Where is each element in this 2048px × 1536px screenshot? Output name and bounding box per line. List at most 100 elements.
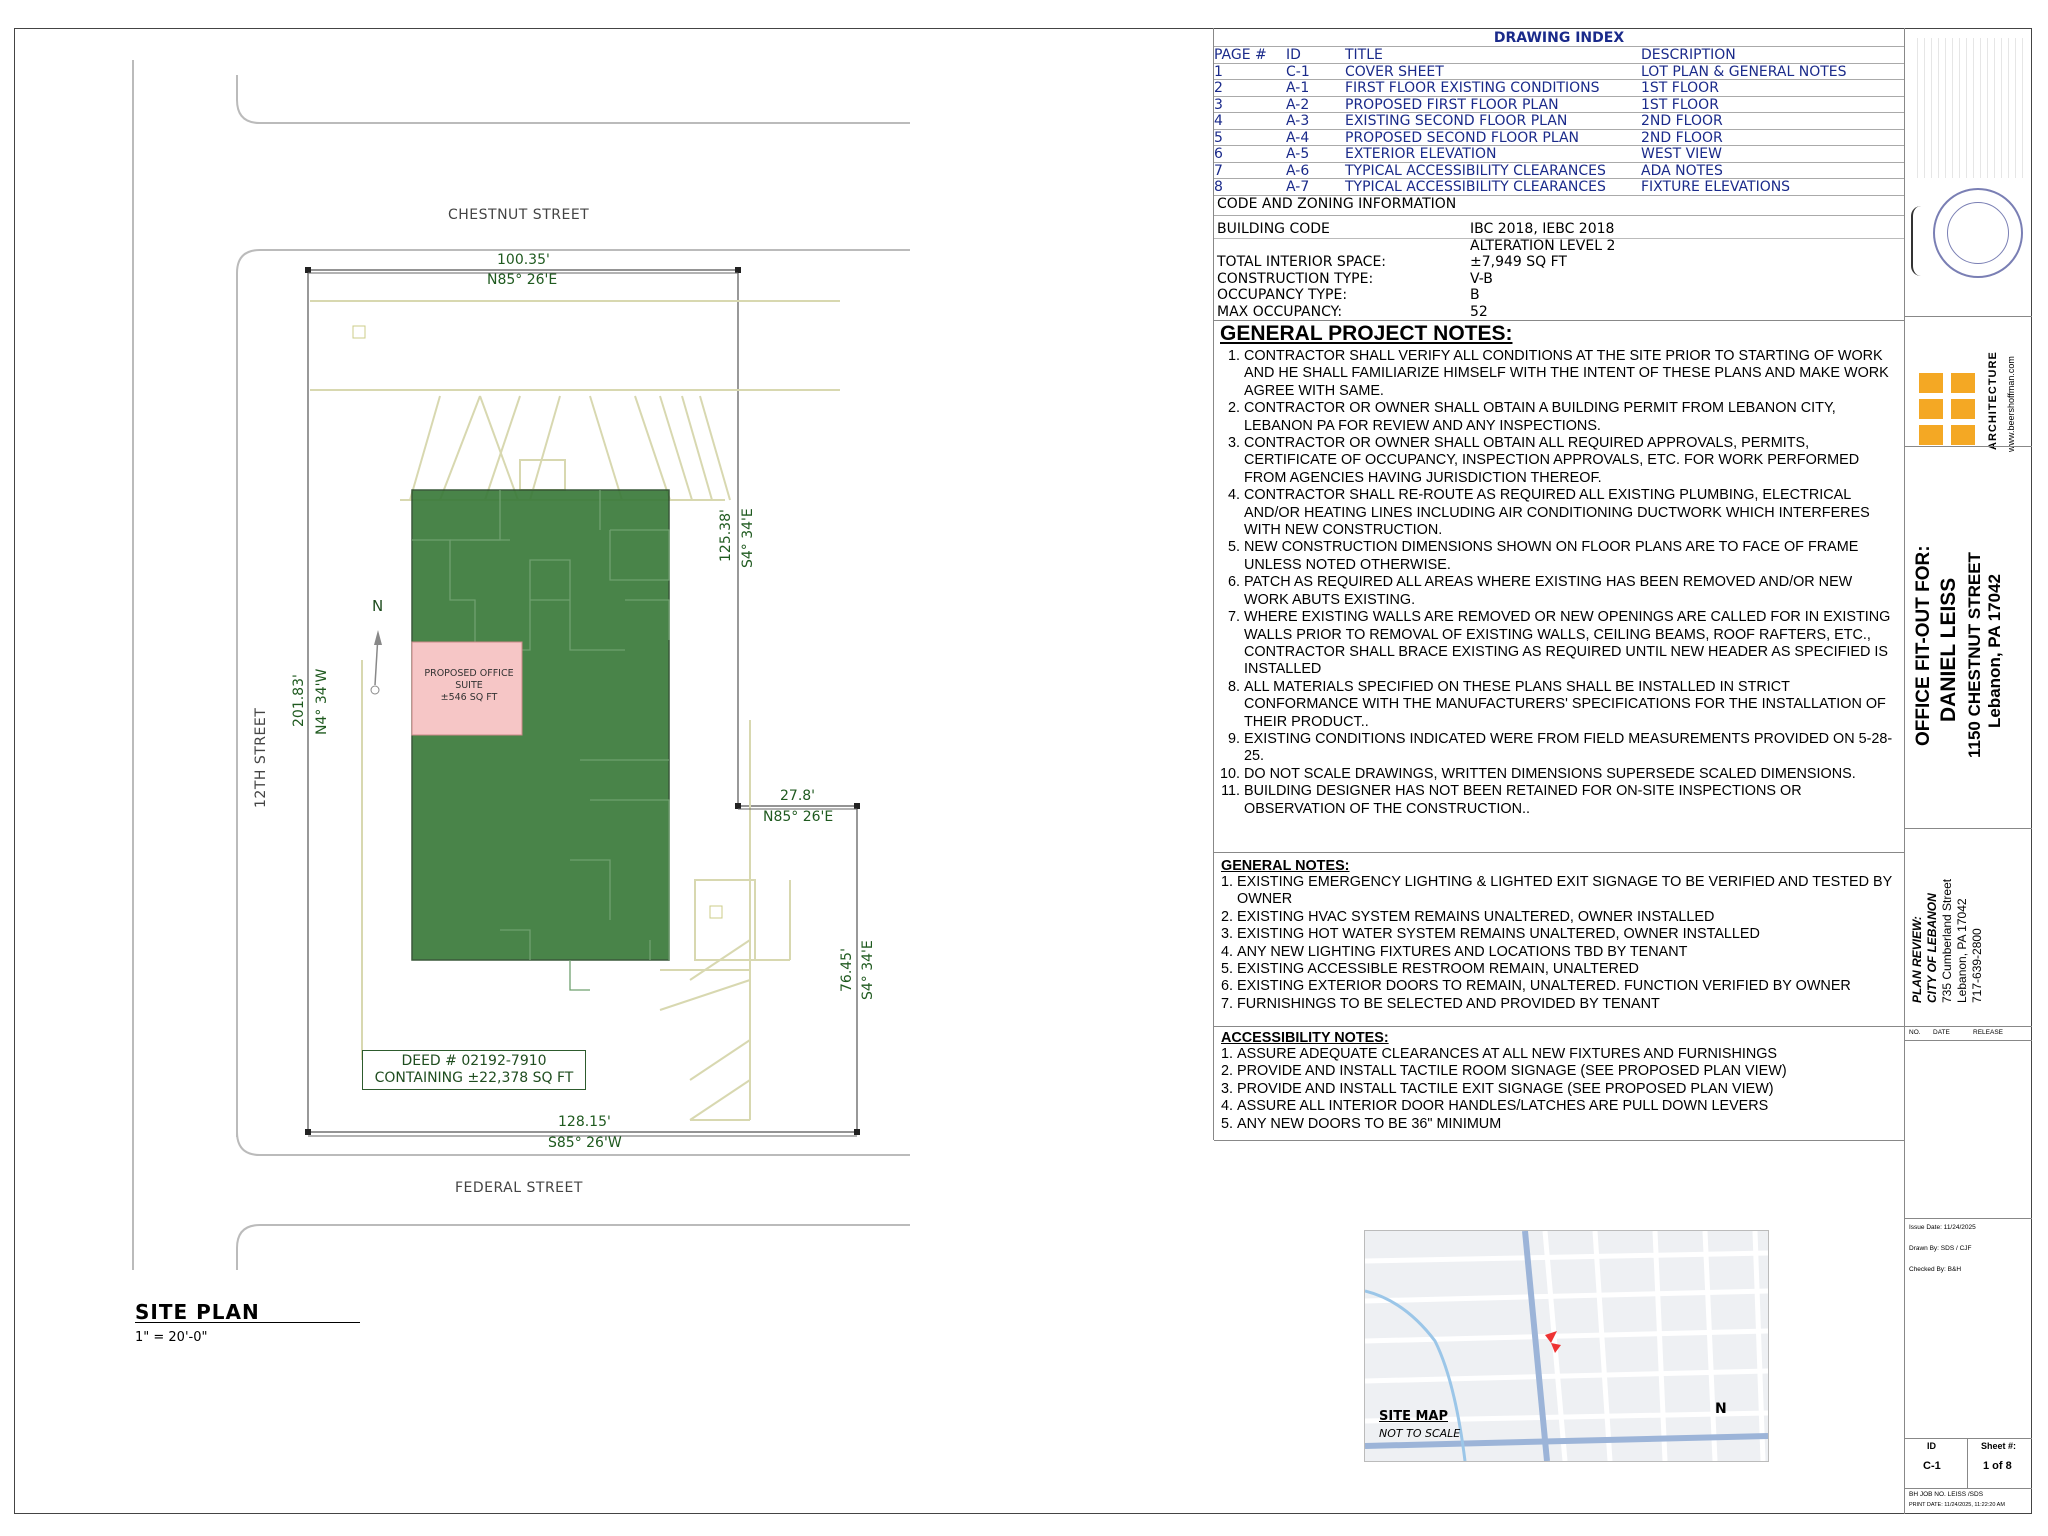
drawing-index-cell: 5 [1214,129,1223,146]
code-row: MAX OCCUPANCY:52 [1217,304,1897,321]
general-note: 4.ANY NEW LIGHTING FIXTURES AND LOCATION… [1221,943,1688,960]
street-label-chestnut: CHESTNUT STREET [448,207,590,223]
accessibility-note: 4.ASSURE ALL INTERIOR DOOR HANDLES/LATCH… [1221,1098,1769,1115]
dim-west-bearing: N4° 34'W [314,668,330,735]
code-value: ±7,949 SQ FT [1470,254,1567,270]
dim-jog-length: 27.8' [780,788,816,804]
drawing-index-cell: COVER SHEET [1345,63,1444,80]
drawing-index-cell: C-1 [1286,63,1310,80]
general-note: 1.EXISTING EMERGENCY LIGHTING & LIGHTED … [1221,874,1892,908]
general-project-note: CONTRACTOR SHALL RE-ROUTE AS REQUIRED AL… [1244,487,1900,539]
site-map-title: SITE MAP [1379,1409,1448,1424]
sheet-id: C-1 [1923,1460,1941,1472]
general-project-notes-list: CONTRACTOR SHALL VERIFY ALL CONDITIONS A… [1220,348,1900,818]
checked-by: Checked By: B&H [1909,1266,1962,1273]
code-row: ALTERATION LEVEL 2 [1217,238,1897,255]
general-project-note: CONTRACTOR SHALL VERIFY ALL CONDITIONS A… [1244,348,1900,400]
general-note: 5.EXISTING ACCESSIBLE RESTROOM REMAIN, U… [1221,961,1639,978]
code-value: IBC 2018, IEBC 2018 [1470,221,1615,237]
drawing-index-cell: PROPOSED FIRST FLOOR PLAN [1345,96,1559,113]
code-label: OCCUPANCY TYPE: [1217,287,1348,303]
dim-north-bearing: N85° 26'E [487,272,558,288]
drawing-index-cell: 2 [1214,80,1223,96]
drawing-index-cell: 1ST FLOOR [1641,96,1719,113]
dim-north-length: 100.35' [497,252,550,268]
project-city: Lebanon, PA 17042 [1985,574,2004,728]
drawing-index-cell: 2ND FLOOR [1641,129,1723,146]
dim-jog-bearing: N85° 26'E [763,809,834,825]
drawing-index-cell: ADA NOTES [1641,162,1723,179]
general-project-notes: GENERAL PROJECT NOTES: CONTRACTOR SHALL … [1220,322,1900,818]
general-note: 2.EXISTING HVAC SYSTEM REMAINS UNALTERED… [1221,908,1715,925]
site-plan-drawing [132,60,910,1270]
drawing-index-cell: 1 [1214,63,1223,80]
site-map-streets [1365,1231,1768,1461]
professional-seal [1933,188,2023,278]
drawing-index-cell: A-6 [1286,162,1310,179]
code-value: V-B [1470,270,1493,287]
project-client: DANIEL LEISS [1937,577,1960,722]
site-plan-scale: 1" = 20'-0" [135,1330,208,1345]
accessibility-notes-title: ACCESSIBILITY NOTES: [1221,1030,1389,1046]
general-project-note: ALL MATERIALS SPECIFIED ON THESE PLANS S… [1244,679,1900,731]
drawing-index-cell: PROPOSED SECOND FLOOR PLAN [1345,129,1580,146]
site-map-subtitle: NOT TO SCALE [1379,1427,1461,1440]
drawing-index-cell: FIXTURE ELEVATIONS [1641,179,1791,195]
drawing-index-cell: WEST VIEW [1641,146,1722,162]
project-address: 1150 CHESTNUT STREET [1965,552,1984,758]
general-notes-list: 1.EXISTING EMERGENCY LIGHTING & LIGHTED … [1221,874,1901,1013]
code-value: 52 [1470,303,1488,320]
deed-box: DEED # 02192-7910 CONTAINING ±22,378 SQ … [362,1050,586,1090]
site-plan-title: SITE PLAN [135,1300,260,1324]
title-block: ARCHITECTURE www.beershoffman.com OFFICE… [1905,28,2032,1514]
street-label-12th: 12TH STREET [253,707,269,808]
drawn-by: Drawn By: SDS / CJF [1909,1245,1972,1252]
sheet-label: Sheet #: [1981,1441,2017,1451]
north-arrow-label: N [372,597,384,615]
review-line3: 735 Cumberland Street [1940,878,1954,1003]
proposed-suite-label: PROPOSED OFFICE SUITE ±546 SQ FT [424,668,514,703]
general-project-notes-title: GENERAL PROJECT NOTES: [1220,322,1513,345]
drawing-index-cell: A-2 [1286,96,1310,113]
code-heading: CODE AND ZONING INFORMATION [1217,196,1457,212]
code-value: B [1470,287,1480,303]
dim-south-length: 128.15' [558,1114,611,1130]
drawing-index-cell: A-7 [1286,179,1310,195]
firm-logo [1919,373,1975,445]
code-label: TOTAL INTERIOR SPACE: [1217,254,1387,270]
drawing-index-cell: 2ND FLOOR [1641,113,1723,129]
general-project-note: WHERE EXISTING WALLS ARE REMOVED OR NEW … [1244,609,1900,679]
street-label-federal: FEDERAL STREET [455,1180,583,1196]
code-value: ALTERATION LEVEL 2 [1470,237,1616,254]
general-project-note: DO NOT SCALE DRAWINGS, WRITTEN DIMENSION… [1244,766,1900,783]
drawing-index-cell: 3 [1214,96,1223,113]
code-label: CONSTRUCTION TYPE: [1217,270,1374,287]
drawing-index-cell: TYPICAL ACCESSIBILITY CLEARANCES [1345,179,1606,195]
drawing-index-row: 3 A-2 PROPOSED FIRST FLOOR PLAN 1ST FLOOR [1214,97,1904,114]
dim-east2-length: 76.45' [839,948,855,992]
drawing-index-cell: A-3 [1286,113,1310,129]
accessibility-note: 5.ANY NEW DOORS TO BE 36" MINIMUM [1221,1115,1502,1132]
general-note: 6.EXISTING EXTERIOR DOORS TO REMAIN, UNA… [1221,978,1851,995]
id-label: ID [1927,1441,1936,1451]
dim-east-bearing: S4° 34'E [740,508,756,568]
job-number: BH JOB NO. LEISS /SDS [1909,1491,1984,1498]
code-row: TOTAL INTERIOR SPACE: ±7,949 SQ FT [1217,254,1897,271]
dim-south-bearing: S85° 26'W [548,1135,622,1151]
general-note: 7.FURNISHINGS TO BE SELECTED AND PROVIDE… [1221,995,1660,1012]
drawing-index-cell: 6 [1214,146,1223,162]
code-label [1217,238,1470,255]
accessibility-note: 1.ASSURE ADEQUATE CLEARANCES AT ALL NEW … [1221,1046,1778,1062]
drawing-index-cell: TYPICAL ACCESSIBILITY CLEARANCES [1345,162,1606,179]
drawing-index-cell: 4 [1214,113,1223,129]
review-line4: Lebanon, PA 17042 [1955,898,1969,1003]
site-plan-title-underline [135,1322,360,1323]
review-line5: 717-639-2800 [1970,928,1984,1003]
review-line2: CITY OF LEBANON [1925,893,1939,1003]
general-project-note: CONTRACTOR OR OWNER SHALL OBTAIN A BUILD… [1244,400,1900,435]
drawing-index-cell: EXTERIOR ELEVATION [1345,146,1497,162]
